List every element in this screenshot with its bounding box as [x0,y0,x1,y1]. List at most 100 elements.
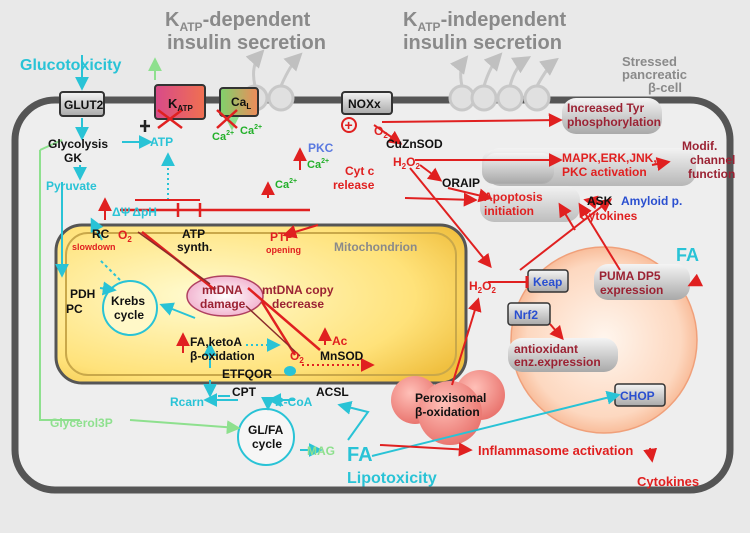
oraip-label: ORAIP [442,176,480,190]
cal-label: CaL [231,95,251,111]
apoptosis-box [480,186,580,222]
antioxidant-label-2: enz.expression [514,355,601,369]
cyt-c-label-1: Cyt c [345,164,375,178]
gk-label: GK [64,151,82,165]
nrf2-box [507,302,551,326]
cuznsod-label: CuZnSOD [386,137,443,151]
increased-tyr-box [562,98,662,134]
o2-mn-label: O2 [290,349,304,365]
chop-label: CHOP [620,389,655,403]
keap-label: Keap [533,275,562,289]
hatch-lines [137,231,301,357]
increased-tyr-label-2: phosphorylation [567,115,661,129]
mapk-label-1: MAPK,ERK,JNK, [562,151,657,165]
fa-keto-label: FA,ketoA [190,335,242,349]
ca2-pkc-label: Ca2+ [307,158,329,171]
cell-label-3: β-cell [648,80,682,95]
peroxisomes [391,370,505,445]
perox-label-1: Peroxisomal [415,391,486,405]
noxx-box [341,91,393,115]
h2o2-top-label: H2O2 [393,155,420,171]
puma-label-1: PUMA DP5 [599,269,661,283]
rc-label: RC [92,227,110,241]
red-arrows [135,113,704,463]
mtdna-label-2: damage [200,297,246,311]
atp-cytosol-label: ATP [150,135,173,149]
krebs-label-1: Krebs [111,294,145,308]
perox-label-2: β-oxidation [415,405,480,419]
antioxidant-box [508,338,618,372]
katp-independent-subtitle: insulin secretion [403,32,562,54]
pkc-label: PKC [308,141,334,155]
increased-tyr-label-1: Increased Tyr [567,101,644,115]
lipotoxicity-label: Lipotoxicity [347,470,437,487]
cyt-c-label-2: release [333,178,375,192]
glfa-label-1: GL/FA [248,423,284,437]
ac-label: Ac [332,334,348,348]
glycerol3p-label: Glycerol3P [50,416,113,430]
beta-ox-label: β-oxidation [190,349,255,363]
amyloid-label: Amyloid p. [621,194,682,208]
mtdna-copy-label-1: mtDNA copy [262,283,334,297]
svg-text:+: + [345,117,353,133]
noxx-label: NOXx [348,97,381,111]
ca2-label-b: Ca2+ [240,124,262,137]
slowdown-label: slowdown [72,242,116,252]
fa-right-label: FA [676,245,699,265]
katp-independent-title: KATP-independent [403,9,566,34]
mag-label: MAG [307,444,335,458]
h2o2-mid-label: H2O2 [469,279,496,295]
ptp-label-1: PTP [270,230,293,244]
mapk-label-2: PKC activation [562,165,647,179]
cell-label-2: pancreatic [622,67,687,82]
krebs-label-2: cycle [114,308,144,322]
cytokines-mid-label: Cytokines [580,209,638,223]
inhibition-crosses [157,109,238,129]
modif-label-3: function [688,167,735,181]
mtdna-label-1: mtDNA [202,283,243,297]
granules-right [448,52,559,112]
fa-main-label: FA [347,444,373,466]
modif-label-1: Modif. [682,139,717,153]
pdh-label: PDH [70,287,95,301]
ptp-label-2: opening [266,245,301,255]
mitochondrion-inner [65,232,457,376]
etfqor-label: ETFQOR [222,367,272,381]
mitochondrion-outer [54,223,468,385]
o2-rc-label: O2 [118,228,132,244]
ca2-mito-label: Ca2+ [275,178,297,191]
glut2-label: GLUT2 [64,98,104,112]
nrf2-label: Nrf2 [514,308,538,322]
glut2-box [59,91,105,117]
katp-channel [154,84,206,120]
mtdna-ellipse [186,275,264,317]
cytokines-bottom-label: Cytokines [637,474,699,489]
atp-synth-label-1: ATP [182,227,205,241]
ca2-label-a: Ca2+ [212,130,234,143]
o2-label: O2 [374,124,388,140]
puma-box [594,264,690,300]
cell-label-1: Stressed [622,54,677,69]
inflammasome-label: Inflammasome activation [478,443,633,458]
cpt-label: CPT [232,385,257,399]
glycolysis-label: Glycolysis [48,137,108,151]
katp-label: KATP [168,96,193,113]
cyan-arrows [55,55,621,457]
green-arrows [38,57,241,435]
katp-dependent-subtitle: insulin secretion [167,32,326,54]
glfa-label-2: cycle [252,437,282,451]
acsl-label: ACSL [316,385,349,399]
puma-label-2: expression [600,283,663,297]
modif-label-2: channel [690,153,735,167]
mtdna-copy-label-2: decrease [272,297,324,311]
up-arrows [98,147,332,353]
ask-label: ASK [587,194,613,208]
rcarn-label: Rcarn [170,395,204,409]
apoptosis-label-2: initiation [484,204,534,218]
atp-synth-label-2: synth. [177,240,212,254]
cal-channel [219,87,259,117]
antioxidant-label-1: antioxidant [514,342,578,356]
